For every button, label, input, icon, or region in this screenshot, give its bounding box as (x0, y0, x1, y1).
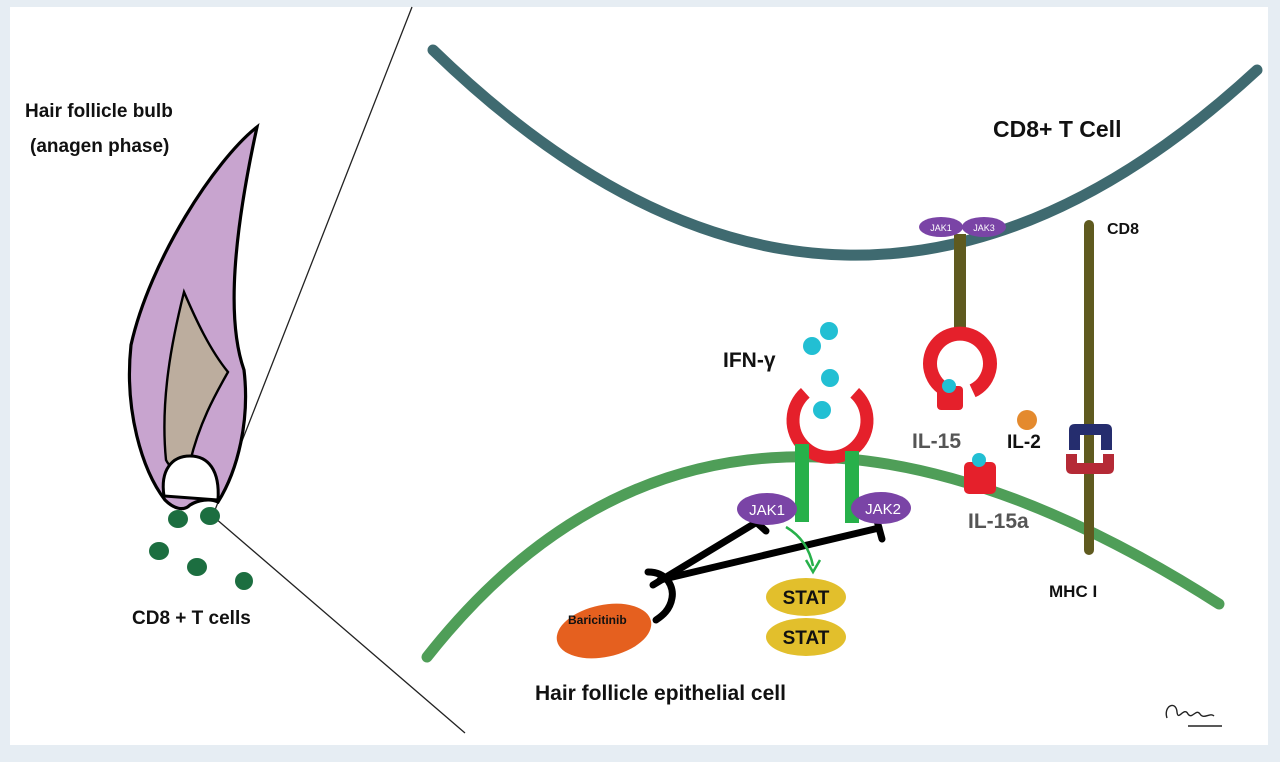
ifn-gamma-dot (813, 401, 831, 419)
cd8-t-cells-cluster (149, 507, 253, 590)
jak3-small-icon (962, 217, 1006, 237)
inhibition-line-jak2 (656, 524, 883, 584)
jak3-small-label: JAK3 (973, 223, 995, 233)
stat-bottom (766, 618, 846, 656)
t-cell-dot (149, 542, 169, 560)
il15-cytokine-dot (942, 379, 956, 393)
stat-top (766, 578, 846, 616)
il15-receptor-stalk (954, 234, 966, 329)
ifn-gamma-dot (820, 322, 838, 340)
epithelial-cell-membrane (421, 451, 1225, 663)
jak1-small-icon (919, 217, 963, 237)
il15a-block (964, 462, 996, 494)
baricitinib-label: Baricitinib (568, 613, 627, 627)
il15a-cytokine-dot (972, 453, 986, 467)
epithelial-cell-title: Hair follicle epithelial cell (535, 682, 786, 705)
ifn-receptor-chain-left (795, 444, 809, 522)
ifn-gamma-dot (803, 337, 821, 355)
drug-binding-arc (644, 568, 676, 624)
activation-arrow (785, 525, 815, 567)
ifn-gamma-label: IFN-γ (723, 349, 776, 372)
baricitinib-drug (556, 603, 652, 659)
cd8-label: CD8 (1107, 221, 1139, 238)
bulb-title-line1: Hair follicle bulb (25, 101, 173, 122)
hair-follicle-bulb (127, 122, 260, 511)
t-cell-dot (168, 510, 188, 528)
dermal-papilla (161, 454, 220, 502)
cd8-stalk (1084, 220, 1094, 555)
jak1-small-label: JAK1 (930, 223, 952, 233)
jak2-icon (851, 492, 911, 524)
jak1-label: JAK1 (749, 502, 785, 519)
artist-signature (1165, 704, 1222, 727)
il15-label: IL-15 (912, 430, 961, 453)
activation-arrowhead (804, 559, 822, 575)
bulb-title-line2: (anagen phase) (30, 136, 169, 157)
t-cell-membrane (427, 44, 1263, 261)
il15-bound-block (937, 386, 963, 410)
il15a-label: IL-15a (968, 510, 1029, 533)
t-cell-dot (200, 507, 220, 525)
jak1-icon (737, 493, 797, 525)
il2-cytokine-dot (1017, 410, 1037, 430)
zoom-line-lower (214, 517, 466, 734)
stat-top-label: STAT (783, 588, 830, 609)
jak2-label: JAK2 (865, 501, 901, 518)
mhc-i-cap (1066, 454, 1114, 474)
il2-label: IL-2 (1007, 432, 1041, 453)
cd8-cells-label: CD8 + T cells (132, 608, 251, 629)
t-cell-dot (235, 572, 253, 590)
ifn-gamma-receptor-ring (786, 387, 874, 464)
zoom-line-upper (214, 6, 413, 511)
t-cell-title: CD8+ T Cell (993, 116, 1121, 142)
mhc-i-label: MHC I (1049, 582, 1097, 601)
cd8-receptor-cap (1069, 424, 1112, 450)
il15-receptor-ring (923, 326, 997, 398)
stat-bottom-label: STAT (783, 628, 830, 649)
ifn-gamma-dot (821, 369, 839, 387)
t-cell-dot (187, 558, 207, 576)
